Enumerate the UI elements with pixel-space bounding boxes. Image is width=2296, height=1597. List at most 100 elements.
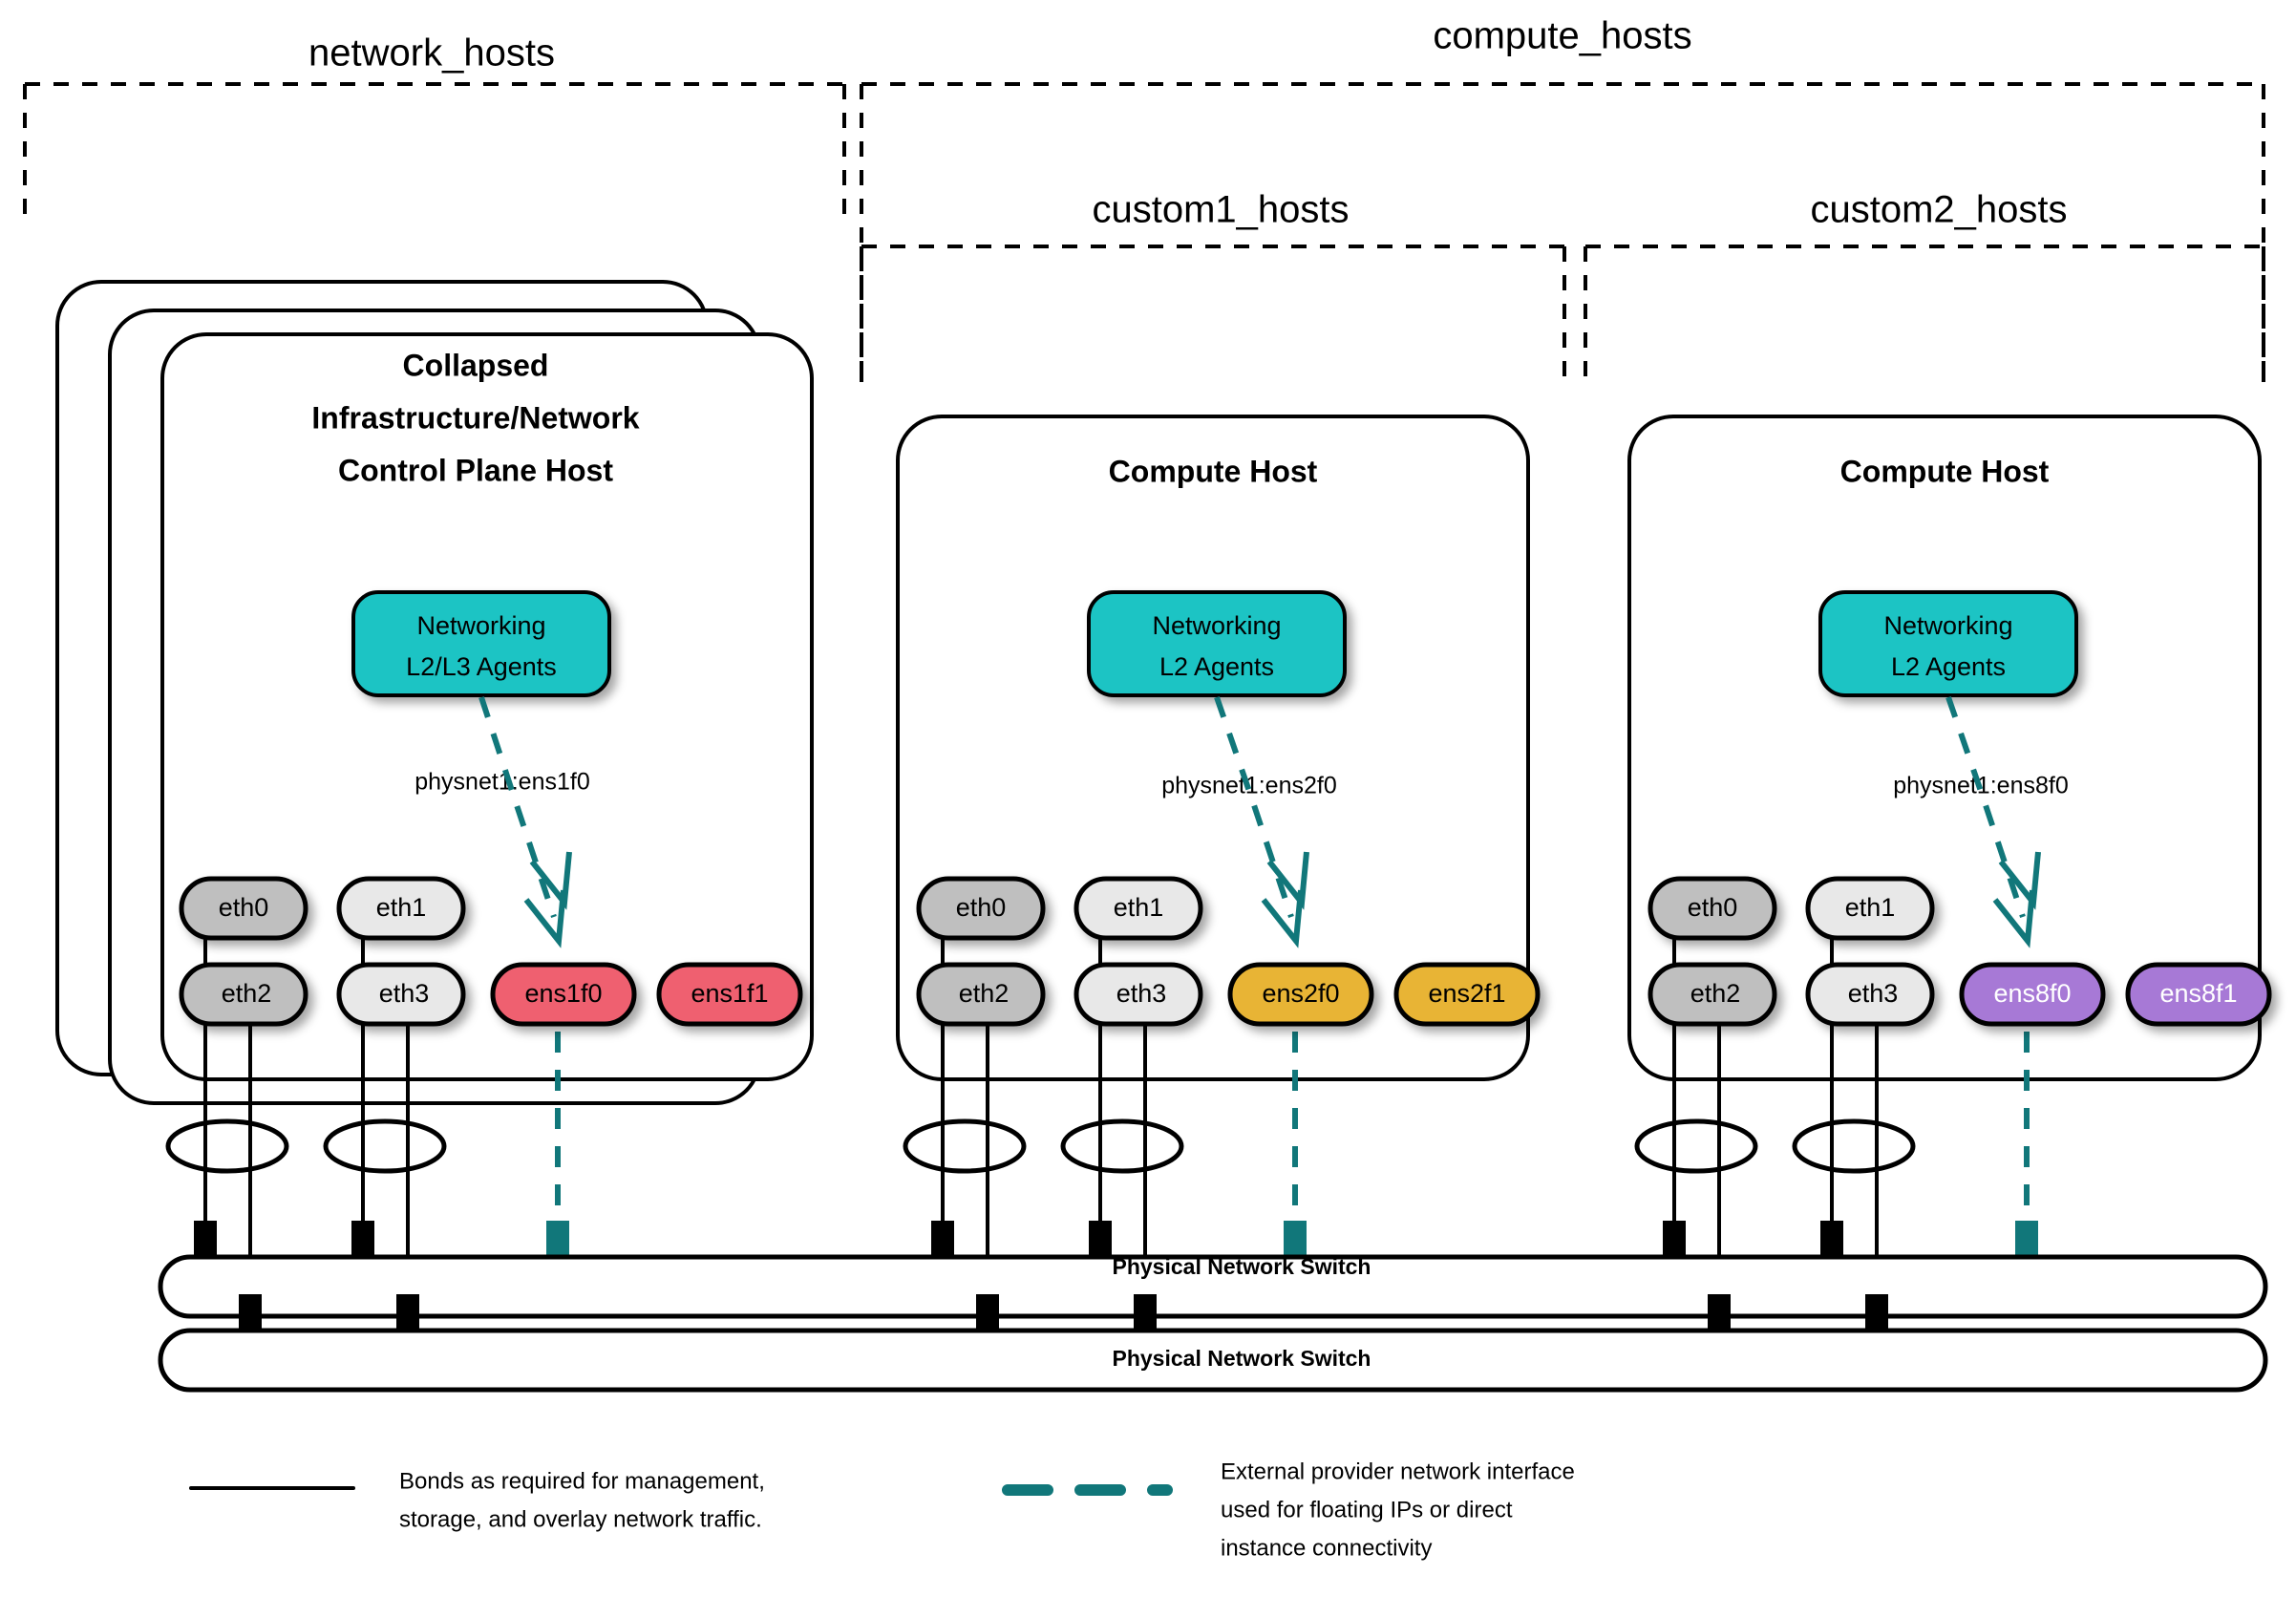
legend-item-bonds: Bonds as required for management, storag… — [189, 1468, 765, 1532]
nic-pill-body — [1648, 876, 1777, 941]
agent-label-line-2: L2/L3 Agents — [406, 652, 557, 681]
connector-c2-eth1-top — [1820, 1221, 1843, 1257]
nic-pill-body — [179, 962, 308, 1027]
agent-pill-body — [351, 590, 611, 697]
nic-pill-eth1[interactable]: eth1 — [1074, 876, 1203, 941]
agent-label-line-1: Networking — [1152, 611, 1281, 640]
nic-pill-ens2f0[interactable]: ens2f0 — [1227, 962, 1374, 1027]
connector-c2-eth3-bottom — [1865, 1294, 1888, 1331]
host-compute-host-1[interactable]: Compute Host Networking L2 Agents physne… — [896, 415, 1541, 1313]
host-title-line-3: Control Plane Host — [338, 453, 613, 487]
nic-pill-eth1[interactable]: eth1 — [1805, 876, 1935, 941]
agent-label-line-1: Networking — [416, 611, 545, 640]
nic-pill-eth0[interactable]: eth0 — [179, 876, 308, 941]
nic-pill-label: eth0 — [1688, 893, 1738, 922]
connector-ens2f0-top — [1284, 1221, 1307, 1257]
agent-pill-body — [1818, 590, 2078, 697]
connector-ens1f0-top — [546, 1221, 569, 1257]
nic-pill-label: ens1f0 — [524, 979, 602, 1008]
nic-pill-body — [1074, 962, 1203, 1027]
switch-top-body — [158, 1254, 2268, 1319]
connector-eth3-bottom — [396, 1294, 419, 1331]
agent-pill-compute-host-2[interactable]: Networking L2 Agents — [1818, 590, 2078, 697]
nic-pill-label: eth1 — [1845, 893, 1896, 922]
nic-pill-label: eth3 — [379, 979, 430, 1008]
nic-pill-label: eth3 — [1848, 979, 1899, 1008]
nic-pill-ens8f1[interactable]: ens8f1 — [2125, 962, 2272, 1027]
nic-pill-label: eth3 — [1116, 979, 1167, 1008]
host-compute-host-2[interactable]: Compute Host Networking L2 Agents physne… — [1627, 415, 2272, 1313]
provider-arrowhead-compute-host-2-a — [1992, 889, 2035, 948]
switch-top-label: Physical Network Switch — [1113, 1254, 1371, 1279]
connector-c1-eth2-bottom — [976, 1294, 999, 1331]
physnet-label-network-host: physnet1:ens1f0 — [415, 769, 589, 796]
nic-pill-body — [1648, 962, 1777, 1027]
host-network-host[interactable]: Collapsed Infrastructure/Network Control… — [55, 280, 814, 1313]
switch-connectors-bottom — [239, 1294, 1888, 1331]
nic-pill-label: eth0 — [219, 893, 269, 922]
connector-eth1-top — [351, 1221, 374, 1257]
switch-top[interactable]: Physical Network Switch — [158, 1254, 2268, 1319]
nic-pill-ens2f1[interactable]: ens2f1 — [1393, 962, 1541, 1027]
legend-provider-line-1: External provider network interface — [1221, 1459, 1575, 1484]
nic-pill-eth0[interactable]: eth0 — [916, 876, 1046, 941]
nic-pill-ens1f1[interactable]: ens1f1 — [656, 962, 803, 1027]
provider-arrowhead-network-host-b — [529, 851, 572, 910]
nic-pill-body — [1227, 962, 1374, 1027]
legend-bonds-line-1: Bonds as required for management, — [399, 1468, 765, 1494]
bond-ellipse-1-compute-host-1 — [903, 1118, 1027, 1174]
group-label-custom2-hosts: custom2_hosts — [1810, 189, 2067, 231]
legend-provider-line-2: used for floating IPs or direct — [1221, 1497, 1513, 1522]
bond-ellipse-2-compute-host-2 — [1792, 1118, 1916, 1174]
provider-arrowhead-compute-host-1-a — [1261, 889, 1304, 948]
nic-pill-body — [336, 876, 466, 941]
bond-ellipse-1-compute-host-2 — [1634, 1118, 1758, 1174]
nic-pill-label: ens8f0 — [1993, 979, 2071, 1008]
connector-c1-eth1-top — [1089, 1221, 1112, 1257]
connector-c2-eth0-top — [1663, 1221, 1686, 1257]
connector-ens8f0-top — [2015, 1221, 2038, 1257]
agent-label-line-1: Networking — [1883, 611, 2012, 640]
switch-bottom-body — [158, 1328, 2268, 1393]
nic-pill-body — [656, 962, 803, 1027]
nic-pill-label: eth2 — [222, 979, 272, 1008]
nic-pill-eth3[interactable]: eth3 — [1074, 962, 1203, 1027]
switch-bottom-label: Physical Network Switch — [1113, 1346, 1371, 1371]
provider-arrowhead-network-host-a — [523, 889, 566, 948]
host-title-line-1: Collapsed — [403, 348, 549, 382]
host-card-front — [1627, 415, 2262, 1081]
nic-pill-eth1[interactable]: eth1 — [336, 876, 466, 941]
agent-pill-network-host[interactable]: Networking L2/L3 Agents — [351, 590, 611, 697]
nic-pill-eth2[interactable]: eth2 — [916, 962, 1046, 1027]
host-title-line-1: Compute Host — [1109, 454, 1318, 488]
connector-c2-eth2-bottom — [1708, 1294, 1731, 1331]
agent-pill-compute-host-1[interactable]: Networking L2 Agents — [1087, 590, 1347, 697]
nic-pill-label: eth1 — [376, 893, 427, 922]
nic-pill-eth0[interactable]: eth0 — [1648, 876, 1777, 941]
nic-pill-eth2[interactable]: eth2 — [179, 962, 308, 1027]
group-box-compute-hosts: compute_hosts — [860, 15, 2265, 382]
nic-pill-label: ens2f1 — [1428, 979, 1505, 1008]
agent-pill-body — [1087, 590, 1347, 697]
nic-pill-ens1f0[interactable]: ens1f0 — [490, 962, 637, 1027]
nic-pill-eth2[interactable]: eth2 — [1648, 962, 1777, 1027]
nic-pill-ens8f0[interactable]: ens8f0 — [1959, 962, 2106, 1027]
nic-pill-body — [1959, 962, 2106, 1027]
nic-pill-eth3[interactable]: eth3 — [1805, 962, 1935, 1027]
bond-ellipse-2-compute-host-1 — [1060, 1118, 1184, 1174]
nic-pill-body — [916, 962, 1046, 1027]
switch-bottom[interactable]: Physical Network Switch — [158, 1328, 2268, 1393]
nic-pill-label: eth2 — [959, 979, 1010, 1008]
provider-arrowhead-compute-host-1-b — [1266, 851, 1309, 910]
legend-item-provider: External provider network interface used… — [1002, 1459, 1575, 1561]
nic-pill-body — [1805, 876, 1935, 941]
agent-label-line-2: L2 Agents — [1891, 652, 2006, 681]
nic-pill-eth3[interactable]: eth3 — [336, 962, 466, 1027]
connector-eth2-bottom — [239, 1294, 262, 1331]
connector-c1-eth0-top — [931, 1221, 954, 1257]
connector-eth0-top — [194, 1221, 217, 1257]
legend-provider-line-3: instance connectivity — [1221, 1535, 1432, 1561]
nic-pill-body — [1805, 962, 1935, 1027]
